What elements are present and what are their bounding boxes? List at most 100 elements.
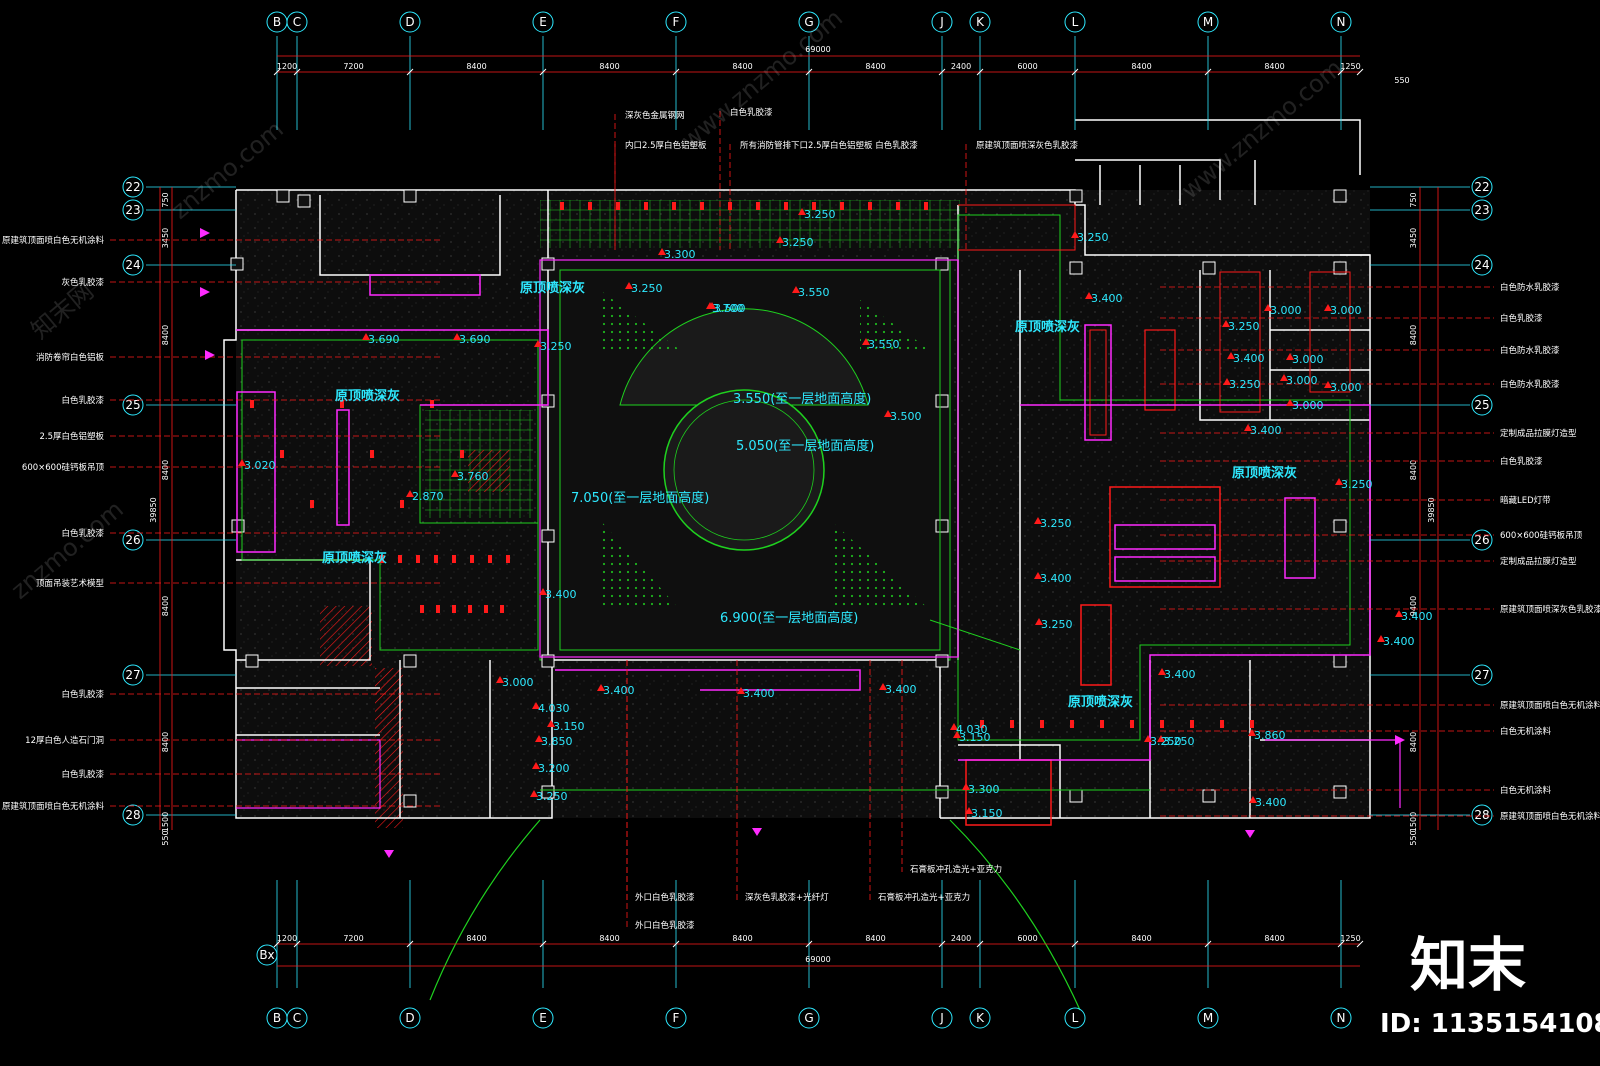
structural-column [1333, 785, 1347, 799]
dimension-value: 1200 [277, 934, 297, 943]
grid-label: J [939, 1011, 944, 1025]
level-mark: 3.400 [1040, 572, 1072, 585]
annotation-right: 白色乳胶漆 [1500, 313, 1543, 324]
level-mark: 3.250 [1163, 735, 1195, 748]
structural-column [541, 529, 555, 543]
annotation-right: 原建筑顶面喷深灰色乳胶漆 [1500, 604, 1600, 615]
level-mark: 3.250 [540, 340, 572, 353]
grid-bubble [665, 1007, 687, 1029]
structural-column [230, 257, 244, 271]
height-note: 7.050(至一层地面高度) [571, 490, 709, 506]
dimension-value: 1250 [1340, 62, 1360, 71]
annotation-bottom: 深灰色乳胶漆+光纤灯 [745, 892, 829, 903]
structural-column [935, 654, 949, 668]
structural-column [231, 519, 245, 533]
grid-label: E [539, 15, 547, 29]
dimension-value: 550 [1394, 76, 1409, 85]
grid-bubble [286, 1007, 308, 1029]
annotation-right: 白色无机涂料 [1500, 726, 1552, 737]
level-mark: 3.500 [890, 410, 922, 423]
level-mark: 3.860 [1254, 729, 1286, 742]
dimension-value: 8400 [1264, 934, 1284, 943]
grid-label: N [1337, 1011, 1346, 1025]
annotation-left: 原建筑顶面喷白色无机涂料 [2, 235, 105, 246]
level-mark: 3.250 [1150, 735, 1182, 748]
level-mark: 3.000 [1330, 381, 1362, 394]
grid-label: G [804, 1011, 813, 1025]
grid-label: 28 [1474, 808, 1489, 822]
structural-column [541, 785, 555, 799]
dimension-value: 8400 [466, 934, 486, 943]
grid-bubble [931, 11, 953, 33]
dimension-value: 8400 [1131, 934, 1151, 943]
grid-label: C [293, 1011, 301, 1025]
brand-logo: 知末 [1410, 931, 1526, 999]
grid-label: B [273, 15, 281, 29]
annotation-left: 灰色乳胶漆 [61, 277, 104, 288]
grid-bubble [1064, 1007, 1086, 1029]
level-mark: 3.200 [538, 762, 570, 775]
structural-column [1333, 654, 1347, 668]
level-mark: 3.400 [1401, 610, 1433, 623]
dimension-value: 8400 [161, 460, 170, 480]
grid-bubble [1471, 394, 1493, 416]
grid-label: K [976, 15, 985, 29]
grid-bubble [1471, 529, 1493, 551]
grid-label: D [405, 1011, 414, 1025]
dimension-value: 1200 [277, 62, 297, 71]
annotation-right: 白色防水乳胶漆 [1500, 282, 1560, 293]
level-mark: 3.020 [244, 459, 276, 472]
room-label: 原顶喷深灰 [335, 388, 400, 404]
grid-label: E [539, 1011, 547, 1025]
annotation-right: 定制成品拉膜灯造型 [1500, 556, 1577, 567]
level-mark: 3.550 [868, 338, 900, 351]
grid-bubble [399, 11, 421, 33]
level-mark: 3.250 [804, 208, 836, 221]
grid-label: L [1072, 15, 1079, 29]
structural-column [403, 654, 417, 668]
annotation-right: 原建筑顶面喷白色无机涂料 [1500, 811, 1600, 822]
dimension-value: 8400 [161, 325, 170, 345]
annotation-left: 原建筑顶面喷白色无机涂料 [2, 801, 105, 812]
level-mark: 3.250 [1228, 320, 1260, 333]
level-mark: 3.400 [1164, 668, 1196, 681]
structural-column [245, 654, 259, 668]
wall [1075, 119, 1361, 175]
annotation-right: 白色防水乳胶漆 [1500, 345, 1560, 356]
dimension-value: 2400 [951, 62, 971, 71]
annotation-right: 定制成品拉膜灯造型 [1500, 428, 1577, 439]
grid-bubble [969, 1007, 991, 1029]
level-mark: 3.400 [1233, 352, 1265, 365]
grid-bubble [122, 254, 144, 276]
structural-column [1333, 519, 1347, 533]
grid-label: F [673, 15, 680, 29]
annotation-bottom: 石膏板冲孔造光+亚克力 [910, 864, 1002, 875]
annotation-top: 原建筑顶面喷深灰色乳胶漆 [976, 140, 1079, 151]
level-mark: 3.000 [502, 676, 534, 689]
grid-label: L [1072, 1011, 1079, 1025]
room-label: 原顶喷深灰 [1232, 465, 1297, 481]
level-mark: 3.250 [1040, 517, 1072, 530]
structural-column [1069, 189, 1083, 203]
structural-column [1069, 261, 1083, 275]
grid-label: 26 [1474, 533, 1489, 547]
grid-bubble [665, 11, 687, 33]
structural-column [297, 194, 311, 208]
dimension-value: 550 [1409, 830, 1418, 845]
grid-bubble [286, 11, 308, 33]
level-mark: 3.690 [368, 333, 400, 346]
level-mark: 3.250 [1077, 231, 1109, 244]
grid-bubble [532, 1007, 554, 1029]
annotation-bottom: 外口白色乳胶漆 [635, 892, 695, 903]
level-mark: 3.400 [743, 687, 775, 700]
grid-label: 27 [1474, 668, 1489, 682]
dimension-value: 7200 [343, 62, 363, 71]
grid-bubble [798, 11, 820, 33]
structural-column [1202, 789, 1216, 803]
annotation-left: 顶面吊装艺术模型 [36, 578, 105, 589]
annotation-top: 白色乳胶漆 [730, 107, 773, 118]
grid-bubble [122, 199, 144, 221]
level-mark: 3.000 [1292, 353, 1324, 366]
